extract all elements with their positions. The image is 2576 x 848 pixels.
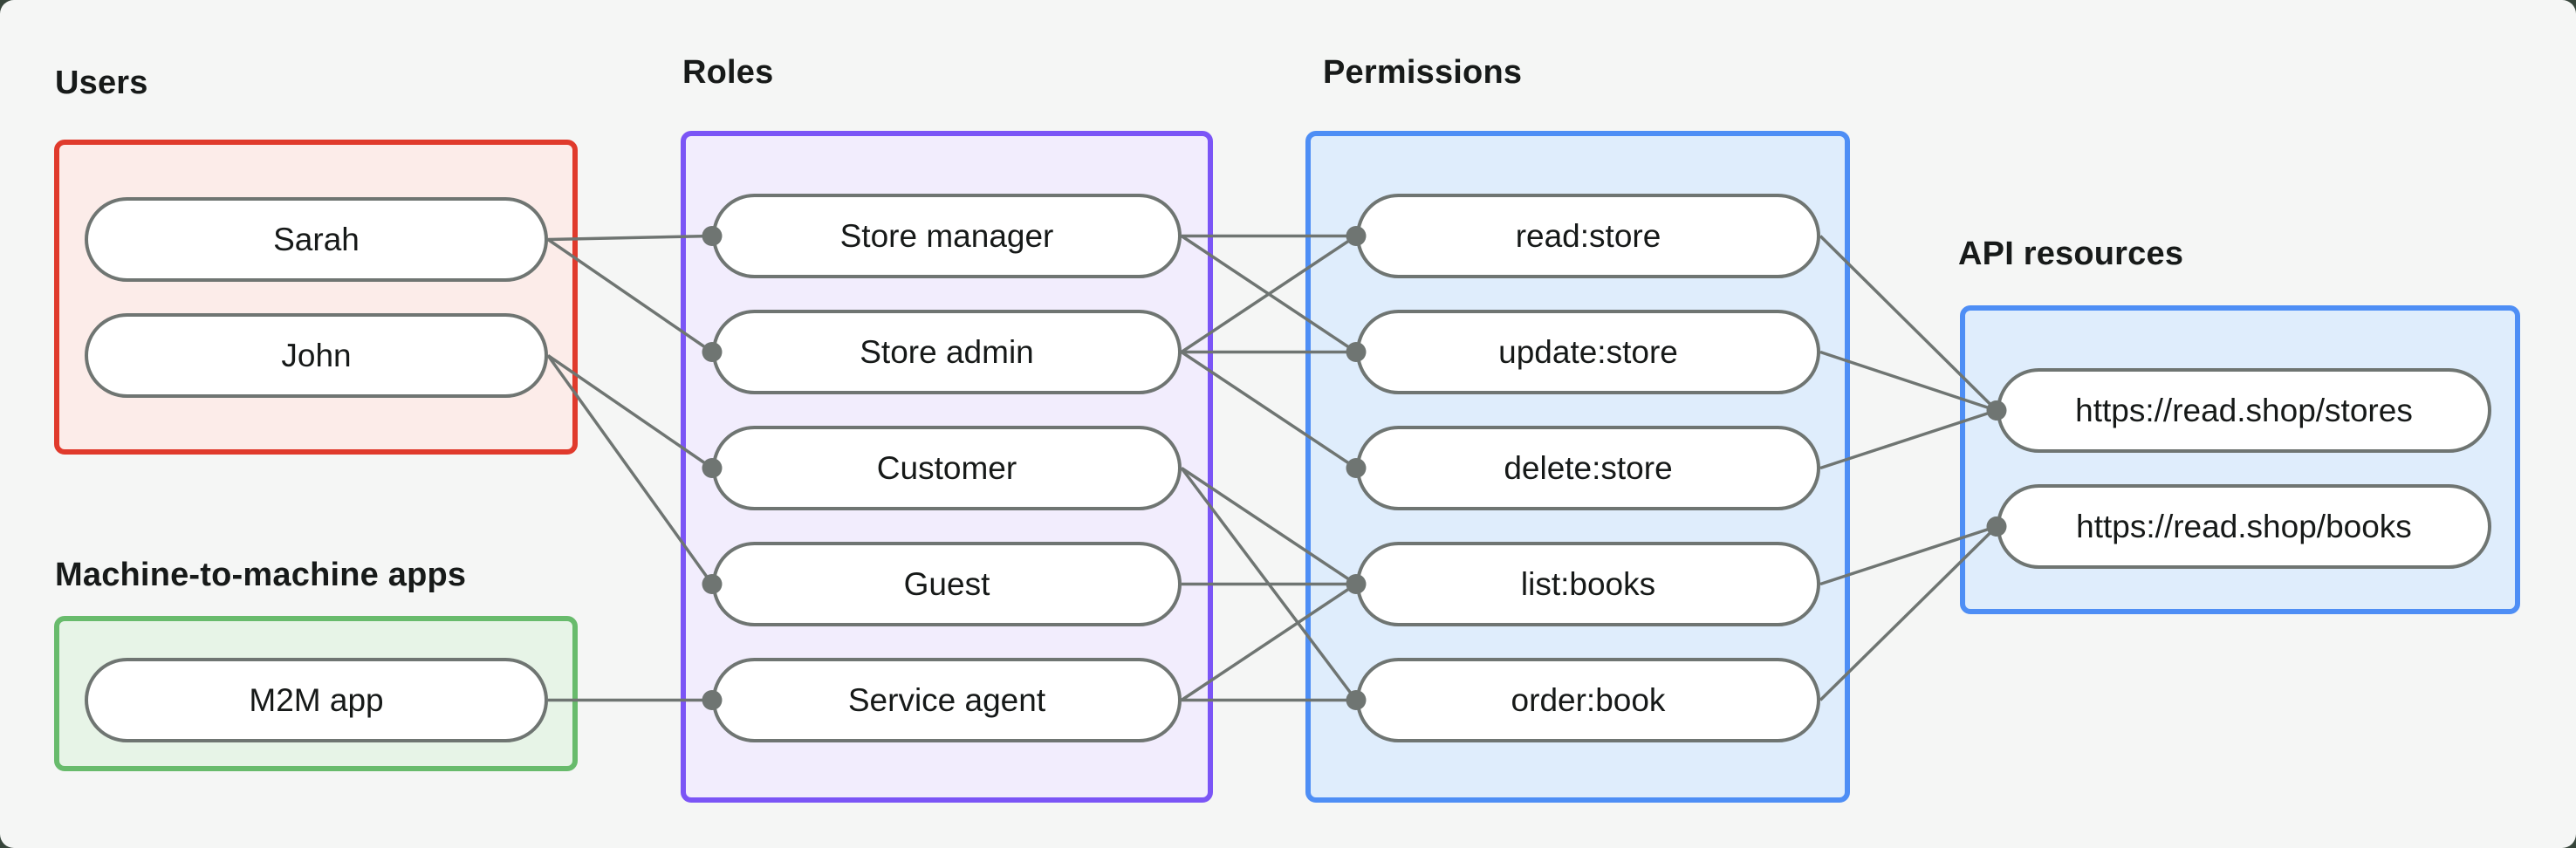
node-label: list:books bbox=[1520, 565, 1656, 602]
node-books: https://read.shop/books bbox=[1997, 484, 2491, 569]
edge-order_book-to-books bbox=[1819, 525, 1998, 701]
edge-delete_store-to-stores bbox=[1819, 408, 1997, 470]
edge-store_admin-to-read_store bbox=[1181, 235, 1357, 353]
node-store-manager: Store manager bbox=[712, 194, 1182, 278]
node-label: https://read.shop/books bbox=[2076, 508, 2412, 544]
node-label: update:store bbox=[1498, 333, 1678, 370]
edge-read_store-to-stores bbox=[1819, 235, 1998, 412]
node-label: Service agent bbox=[847, 681, 1046, 718]
users-group-label: Users bbox=[55, 65, 148, 101]
edge-service_agent-to-list_books bbox=[1181, 583, 1357, 701]
roles-group-label: Roles bbox=[682, 54, 774, 91]
node-customer: Customer bbox=[712, 426, 1182, 510]
node-m2m-app: M2M app bbox=[85, 658, 548, 742]
node-label: Sarah bbox=[273, 221, 360, 257]
node-service-agent: Service agent bbox=[712, 658, 1182, 742]
node-label: John bbox=[281, 337, 352, 373]
node-label: Store manager bbox=[839, 217, 1054, 254]
api-group-label: API resources bbox=[1958, 236, 2184, 272]
permissions-group-label: Permissions bbox=[1323, 54, 1523, 91]
node-delete-store: delete:store bbox=[1356, 426, 1820, 510]
edge-john-to-guest bbox=[546, 354, 714, 585]
node-list-books: list:books bbox=[1356, 542, 1820, 626]
node-label: Guest bbox=[903, 565, 990, 602]
edge-john-to-customer bbox=[547, 354, 713, 469]
node-read-store: read:store bbox=[1356, 194, 1820, 278]
node-order-book: order:book bbox=[1356, 658, 1820, 742]
edge-sarah-to-store_manager bbox=[547, 234, 713, 242]
node-stores: https://read.shop/stores bbox=[1997, 368, 2491, 453]
edge-update_store-to-stores bbox=[1819, 350, 1997, 413]
node-label: https://read.shop/stores bbox=[2075, 392, 2413, 428]
node-label: Customer bbox=[876, 449, 1017, 486]
node-store-admin: Store admin bbox=[712, 310, 1182, 394]
node-label: delete:store bbox=[1504, 449, 1673, 486]
edge-customer-to-list_books bbox=[1181, 467, 1357, 585]
node-label: Store admin bbox=[860, 333, 1034, 370]
node-john: John bbox=[85, 313, 548, 398]
m2m-group-label: Machine-to-machine apps bbox=[55, 557, 467, 593]
node-sarah: Sarah bbox=[85, 197, 548, 282]
edge-sarah-to-store_admin bbox=[547, 238, 713, 353]
node-label: order:book bbox=[1511, 681, 1666, 718]
edge-list_books-to-books bbox=[1819, 524, 1997, 586]
node-update-store: update:store bbox=[1356, 310, 1820, 394]
edge-store_admin-to-delete_store bbox=[1181, 351, 1357, 469]
node-label: M2M app bbox=[249, 681, 384, 718]
users-group-box bbox=[54, 140, 578, 455]
node-guest: Guest bbox=[712, 542, 1182, 626]
node-label: read:store bbox=[1515, 217, 1661, 254]
